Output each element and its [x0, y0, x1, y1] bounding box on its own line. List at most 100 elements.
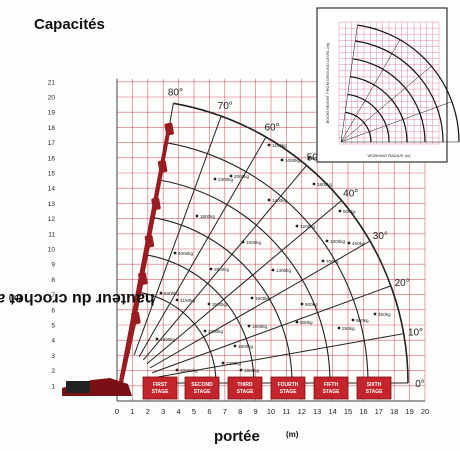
load-point — [280, 158, 284, 162]
load-label: 1800kg — [317, 182, 333, 187]
y-tick-label: 12 — [48, 216, 56, 223]
load-label: 4150kg — [180, 298, 196, 303]
angle-ray — [142, 165, 307, 361]
x-tick-label: 8 — [238, 407, 242, 416]
load-label: 1400kg — [272, 198, 288, 203]
stage-label: FIRST — [153, 382, 167, 388]
load-label: 800kg — [300, 320, 313, 325]
y-tick-label: 21 — [48, 79, 56, 86]
inset-ray — [340, 101, 452, 143]
load-point — [267, 143, 271, 147]
load-label: 1800kg — [252, 324, 268, 329]
y-tick-label: 14 — [48, 186, 56, 193]
load-label: 2900kg — [214, 267, 230, 272]
y-tick-label: 5 — [51, 323, 55, 330]
y-axis-label: hauteur du crochet au dessus du sol (m) — [0, 289, 155, 307]
inset-x-label: WORKING RADIUS (m) — [368, 153, 412, 158]
y-tick-label: 4 — [51, 338, 55, 345]
load-label: 1600kg — [246, 240, 262, 245]
x-tick-label: 20 — [421, 407, 429, 416]
load-point — [175, 368, 179, 372]
stage-label: STAGE — [194, 389, 212, 395]
x-tick-label: 1 — [130, 407, 134, 416]
stage-label: SECOND — [191, 382, 213, 388]
load-point — [351, 318, 355, 322]
load-point — [307, 156, 311, 160]
x-tick-label: 16 — [359, 407, 367, 416]
load-point — [213, 177, 217, 181]
y-tick-label: 20 — [48, 95, 56, 102]
y-tick-label: 6 — [51, 307, 55, 314]
x-tick-label: 18 — [390, 407, 398, 416]
x-tick-label: 4 — [177, 407, 181, 416]
load-point — [209, 267, 213, 271]
x-tick-label: 19 — [405, 407, 413, 416]
y-tick-label: 15 — [48, 171, 56, 178]
load-point — [175, 298, 179, 302]
x-tick-label: 11 — [283, 407, 291, 416]
angle-label: 40° — [343, 189, 358, 200]
load-point — [250, 296, 254, 300]
load-label: 2300kg — [218, 177, 234, 182]
x-tick-label: 5 — [192, 407, 196, 416]
stage-label: SIXTH — [367, 382, 382, 388]
load-label: 1100kg — [272, 143, 287, 148]
load-label: 900kg — [305, 302, 318, 307]
load-point — [337, 326, 341, 330]
load-point — [233, 344, 237, 348]
inset-arc — [345, 111, 372, 143]
load-label: 4000kg — [178, 251, 194, 256]
inset-ray — [340, 39, 401, 143]
load-label: 1800kg — [238, 344, 254, 349]
x-tick-label: 9 — [254, 407, 258, 416]
load-label: 1500kg — [255, 296, 271, 301]
inset-arc — [352, 58, 426, 143]
load-point — [347, 241, 351, 245]
load-point — [271, 268, 275, 272]
load-label: 4800kg — [160, 337, 176, 342]
angle-label: 80° — [168, 87, 183, 98]
stage-boxes: FIRSTSTAGESECONDSTAGETHIRDSTAGEFOURTHSTA… — [142, 376, 392, 400]
inset-arc — [347, 93, 390, 143]
angle-label: 60° — [264, 123, 279, 134]
load-label: 10000kg — [180, 368, 198, 373]
load-label: 450kg — [378, 312, 391, 317]
load-point — [221, 361, 225, 365]
load-point — [373, 312, 377, 316]
stage-label: STAGE — [280, 389, 298, 395]
angle-ray — [133, 115, 222, 355]
x-tick-label: 3 — [161, 407, 165, 416]
y-tick-label: 9 — [51, 262, 55, 269]
y-tick-label: 7 — [51, 292, 55, 299]
y-tick-label: 13 — [48, 201, 56, 208]
angle-label: 20° — [395, 278, 410, 289]
load-label: 2000kg — [234, 174, 250, 179]
load-point — [325, 239, 329, 243]
load-label: 3200kg — [208, 329, 224, 334]
load-label: 1000kg — [285, 158, 301, 163]
load-point — [195, 214, 199, 218]
inset-arc — [350, 76, 408, 143]
x-tick-label: 2 — [146, 407, 150, 416]
load-point — [159, 291, 163, 295]
y-tick-label: 8 — [51, 277, 55, 284]
load-point — [241, 240, 245, 244]
load-point — [300, 302, 304, 306]
load-point — [247, 324, 251, 328]
x-axis-unit: (m) — [286, 430, 299, 439]
load-point — [267, 198, 271, 202]
x-tick-label: 7 — [223, 407, 227, 416]
x-tick-label: 10 — [267, 407, 275, 416]
angle-label: 0° — [415, 379, 425, 390]
stage-label: STAGE — [323, 389, 341, 395]
angle-label: 10° — [408, 328, 423, 339]
inset-arc — [357, 24, 460, 143]
